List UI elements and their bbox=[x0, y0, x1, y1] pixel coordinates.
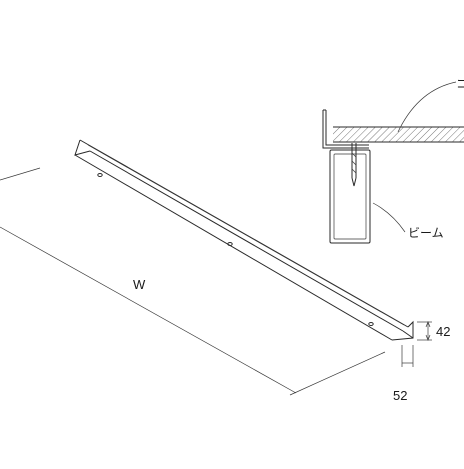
hatched-plate bbox=[333, 127, 464, 142]
plate-leader bbox=[397, 81, 457, 133]
mounting-hole bbox=[97, 173, 103, 177]
depth-dimension: 52 bbox=[393, 345, 414, 403]
beam-leader bbox=[372, 202, 406, 233]
height-dim-label: 42 bbox=[436, 324, 450, 339]
cropped-label: コ bbox=[456, 77, 464, 91]
beam-section bbox=[329, 149, 371, 244]
height-dimension: 42 bbox=[417, 321, 450, 341]
depth-dim-label: 52 bbox=[393, 388, 407, 403]
width-dimension: W bbox=[0, 167, 386, 396]
section-detail: ビーム コ bbox=[322, 77, 464, 244]
beam-label: ビーム bbox=[408, 226, 444, 240]
mounting-hole bbox=[227, 242, 233, 246]
angle-bracket bbox=[74, 139, 414, 341]
mounting-hole bbox=[368, 322, 374, 326]
width-label: W bbox=[133, 277, 146, 292]
